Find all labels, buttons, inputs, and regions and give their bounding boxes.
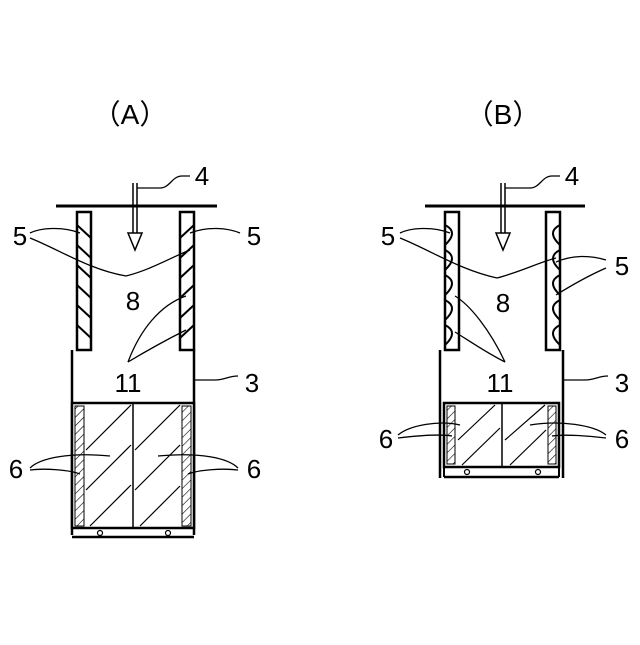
leader-line-6-right-b	[188, 469, 238, 474]
leader-line-5-right	[190, 228, 240, 233]
leader-line-3	[194, 376, 238, 380]
leader-line-11-b	[128, 330, 186, 362]
label-8: 8	[496, 288, 510, 318]
panel-label-a: （A）	[93, 99, 168, 130]
flow-arrow	[128, 183, 142, 250]
label-5-right: 5	[247, 221, 261, 251]
label-4: 4	[565, 161, 579, 191]
label-6-right: 6	[247, 454, 261, 484]
left-louver-panel	[445, 212, 459, 350]
bottom-block	[72, 403, 194, 537]
leader-line-4	[137, 176, 190, 188]
label-11: 11	[487, 368, 514, 398]
label-3: 3	[245, 368, 259, 398]
bottom-block	[444, 403, 559, 477]
label-11: 11	[115, 368, 142, 398]
label-4: 4	[195, 161, 209, 191]
panel-label-b: （B）	[466, 99, 541, 130]
label-5-left: 5	[381, 221, 395, 251]
label-6-left: 6	[379, 424, 393, 454]
leader-line-5-left	[30, 228, 80, 233]
flow-arrow	[496, 183, 510, 250]
leader-line-5-left	[400, 228, 450, 233]
label-3: 3	[615, 368, 629, 398]
leader-line-5-right-b	[556, 268, 606, 295]
leader-line-5-right-a	[556, 256, 606, 262]
figure-a: （A） 4	[9, 99, 261, 537]
label-5-left: 5	[13, 221, 27, 251]
figure-b: （B） 4 5 5	[379, 99, 629, 478]
label-8: 8	[126, 286, 140, 316]
label-6-left: 6	[9, 454, 23, 484]
leader-line-3	[563, 376, 608, 380]
right-louver-panel	[546, 212, 560, 350]
label-6-right: 6	[615, 424, 629, 454]
leader-line-4	[505, 176, 560, 188]
label-5-right: 5	[615, 251, 629, 281]
